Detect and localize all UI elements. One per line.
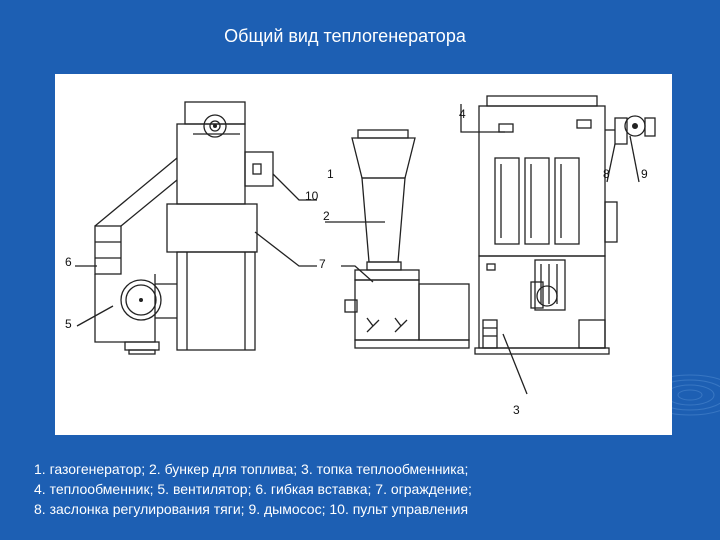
- diagram-label-8: 8: [603, 167, 610, 181]
- slide-title: Общий вид теплогенератора: [224, 26, 466, 46]
- caption-line-2: 4. теплообменник; 5. вентилятор; 6. гибк…: [34, 481, 472, 497]
- fan-housing-5: [94, 274, 156, 343]
- fan-base: [124, 341, 160, 351]
- diagram-label-2: 2: [323, 209, 330, 223]
- burner-mark-right: [394, 317, 408, 333]
- diagram-label-10: 10: [305, 189, 319, 203]
- diagram-label-5: 5: [65, 317, 72, 331]
- diagram-label-3: 3: [513, 403, 520, 417]
- furnace-box: [418, 283, 470, 341]
- burner-mark-left: [366, 317, 380, 333]
- heat-generator-drawing: 1 2 3 4 5 6 7 8 9 10: [65, 95, 656, 417]
- flexible-insert-6: [94, 225, 122, 275]
- caption-line-3: 8. заслонка регулирования тяги; 9. дымос…: [34, 501, 469, 517]
- bunker-cone-top: [351, 137, 416, 179]
- heat-exchanger-furnace-3: [478, 255, 606, 349]
- heat-exchanger-cap: [486, 95, 598, 107]
- diagram-label-4: 4: [459, 107, 466, 121]
- caption-line-1: 1. газогенератор; 2. бункер для топлива;…: [34, 461, 469, 477]
- diagram-label-6: 6: [65, 255, 72, 269]
- diagram-figure: 1 2 3 4 5 6 7 8 9 10: [55, 74, 672, 435]
- diagram-label-1: 1: [327, 167, 334, 181]
- diagram-label-7: 7: [319, 257, 326, 271]
- bunker-2: [361, 177, 406, 263]
- gas-generator-lower-body: [176, 251, 256, 351]
- diagram-label-9: 9: [641, 167, 648, 181]
- legend-caption: 1. газогенератор; 2. бункер для топлива;…: [34, 459, 704, 519]
- control-panel-10: [244, 151, 274, 187]
- enclosure-7: [166, 203, 258, 253]
- fan-wheel: [120, 279, 162, 321]
- top-fan-housing: [203, 114, 227, 138]
- gas-generator-1: [354, 279, 420, 341]
